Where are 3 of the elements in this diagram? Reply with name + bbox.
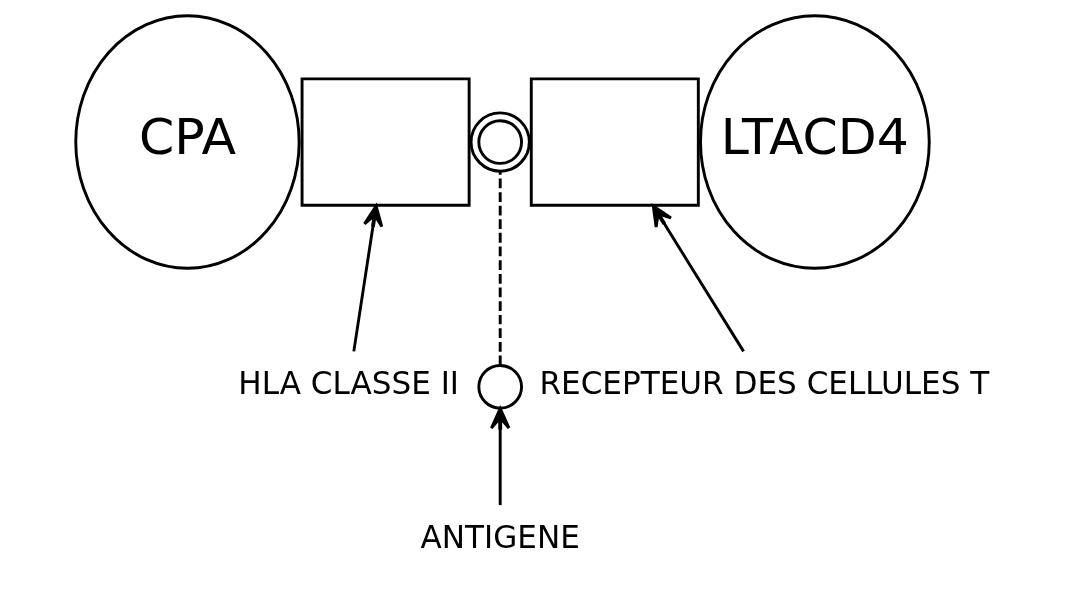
node-text: ANTIGENE (420, 518, 580, 555)
node-text: HLA CLASSE II (237, 365, 459, 402)
node-text: RECEPTEUR DES CELLULES T (538, 365, 989, 402)
